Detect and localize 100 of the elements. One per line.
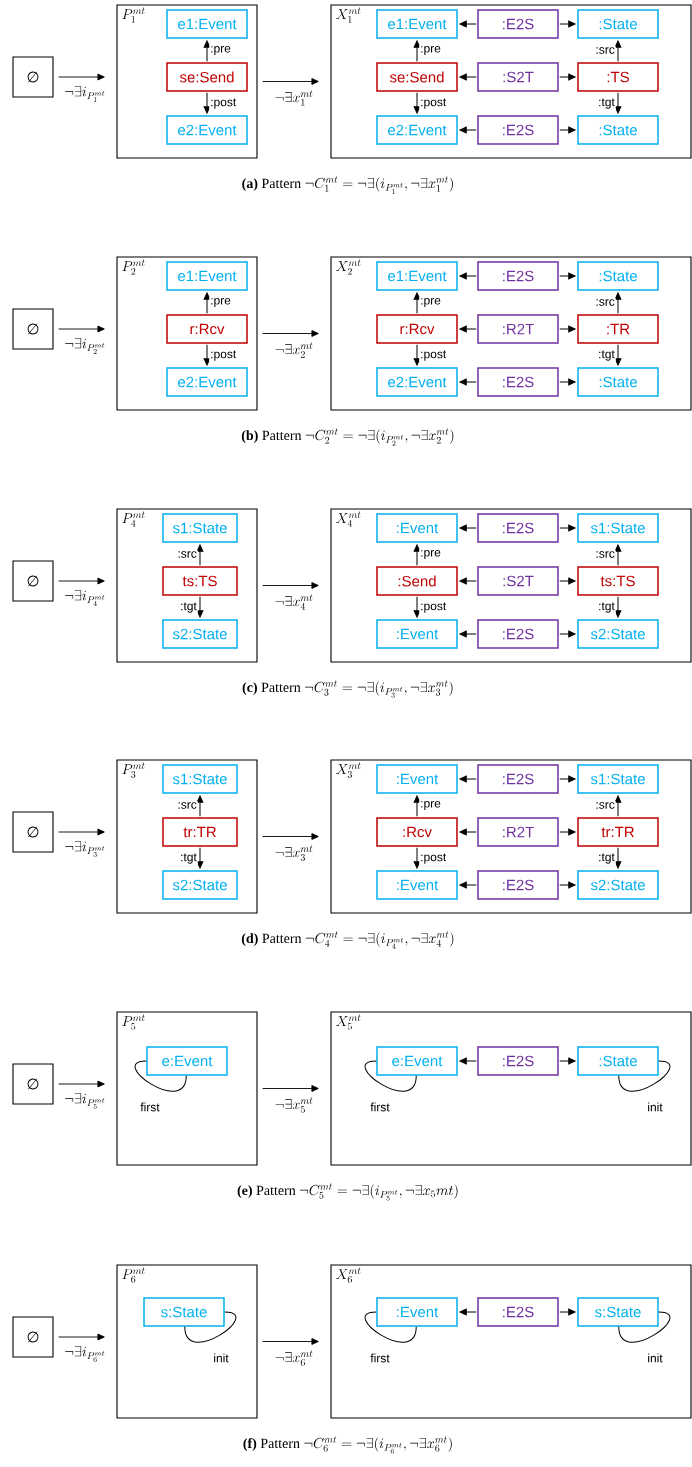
object-box: s:State	[577, 1297, 659, 1327]
object-box: :Event	[376, 1297, 458, 1327]
arrow	[262, 330, 319, 337]
box-title: $X_1^{mt}$	[336, 7, 361, 23]
box-title: $X_2^{mt}$	[336, 259, 361, 275]
edge-label: :post	[419, 97, 448, 110]
arrow	[559, 20, 576, 28]
arrow	[459, 828, 477, 836]
edge-label: $\neg\exists i_{P_2^{mt}}$	[63, 337, 107, 355]
object-box: e1:Event	[376, 261, 458, 291]
arrow	[413, 92, 421, 114]
arrow	[413, 544, 421, 566]
edge-label: :pre	[419, 45, 442, 56]
edge-label: :pre	[419, 549, 442, 560]
box-title: $X_4^{mt}$	[336, 511, 361, 527]
object-box: s2:State	[162, 619, 238, 649]
loop-line	[134, 1060, 187, 1092]
edge-label: first	[370, 1102, 390, 1112]
object-box: :State	[577, 115, 659, 145]
object-box: :Send	[376, 566, 458, 596]
edge-label: $\neg\exists x_2^{mt}$	[273, 341, 315, 359]
object-box: :R2T	[477, 314, 559, 344]
empty-set-box: ∅	[12, 560, 54, 602]
edge-label: :tgt	[597, 601, 616, 614]
object-box: e1:Event	[166, 9, 248, 39]
object-box: :E2S	[477, 115, 559, 145]
arrow	[559, 378, 576, 386]
object-box: :R2T	[477, 817, 559, 847]
arrow	[58, 577, 105, 585]
arrow	[559, 126, 576, 134]
edge-label: $\neg\exists i_{P_3^{mt}}$	[63, 840, 107, 858]
object-box: r:Rcv	[166, 314, 248, 344]
box-title: $P_2^{mt}$	[122, 259, 145, 275]
object-box: :Event	[376, 513, 458, 543]
arrow	[203, 344, 211, 366]
object-box: r:Rcv	[376, 314, 458, 344]
caption: $\textbf{(a)}\ \textrm{Pattern}\ \neg C_1^{mt} = \neg\exists(i_{P_1^{mt}}, \neg\exists x_1^{mt})$	[242, 176, 453, 194]
arrow	[58, 73, 105, 81]
arrow	[262, 833, 319, 840]
arrow	[58, 828, 105, 836]
arrow	[459, 126, 477, 134]
object-box: :State	[577, 261, 659, 291]
object-box: :State	[577, 9, 659, 39]
object-box: :Event	[376, 870, 458, 900]
arrow	[614, 795, 622, 817]
arrow	[459, 577, 477, 585]
edge-label: :src	[594, 298, 616, 307]
edge-label: :post	[419, 852, 448, 865]
loop-line	[618, 1311, 671, 1343]
arrow	[459, 325, 477, 333]
object-box: tr:TR	[162, 817, 238, 847]
edge-label: init	[214, 1353, 229, 1363]
loop-line	[618, 1060, 671, 1092]
object-box: :TS	[577, 62, 659, 92]
arrow	[614, 596, 622, 618]
edge-label: $\neg\exists x_4^{mt}$	[273, 593, 315, 611]
box-title: $X_3^{mt}$	[336, 762, 361, 778]
object-box: :S2T	[477, 566, 559, 596]
object-box: :E2S	[477, 870, 559, 900]
object-box: :Rcv	[376, 817, 458, 847]
arrow	[614, 40, 622, 62]
arrow	[58, 1080, 105, 1088]
arrow	[614, 92, 622, 114]
edge-label: $\neg\exists i_{P_5^{mt}}$	[63, 1092, 107, 1110]
arrow	[559, 881, 576, 889]
arrow	[203, 292, 211, 314]
arrow	[262, 78, 319, 85]
object-box: e:Event	[376, 1046, 458, 1076]
arrow	[58, 1333, 105, 1341]
arrow	[262, 1338, 319, 1345]
box-title: $P_1^{mt}$	[122, 7, 145, 23]
arrow	[459, 881, 477, 889]
arrow	[559, 828, 576, 836]
arrow	[559, 325, 576, 333]
object-box: s2:State	[577, 619, 659, 649]
box-title: $P_3^{mt}$	[122, 762, 145, 778]
object-box: :E2S	[477, 764, 559, 794]
arrow	[559, 1308, 576, 1316]
box-title: $P_5^{mt}$	[122, 1014, 145, 1030]
arrow	[459, 524, 477, 532]
empty-set-box: ∅	[12, 1063, 54, 1105]
edge-label: init	[648, 1102, 663, 1112]
arrow	[559, 73, 576, 81]
loop-line	[364, 1060, 417, 1092]
arrow	[413, 795, 421, 817]
arrow	[459, 1057, 477, 1065]
object-box: se:Send	[376, 62, 458, 92]
edge-label: :tgt	[179, 852, 198, 865]
arrow	[413, 344, 421, 366]
arrow	[614, 344, 622, 366]
object-box: s1:State	[162, 513, 238, 543]
arrow	[559, 272, 576, 280]
empty-set-box: ∅	[12, 56, 54, 98]
arrow	[459, 73, 477, 81]
object-box: e2:Event	[376, 115, 458, 145]
object-box: ts:TS	[577, 566, 659, 596]
edge-label: :tgt	[597, 349, 616, 362]
object-box: s1:State	[577, 764, 659, 794]
edge-label: :tgt	[179, 601, 198, 614]
object-box: :State	[577, 1046, 659, 1076]
